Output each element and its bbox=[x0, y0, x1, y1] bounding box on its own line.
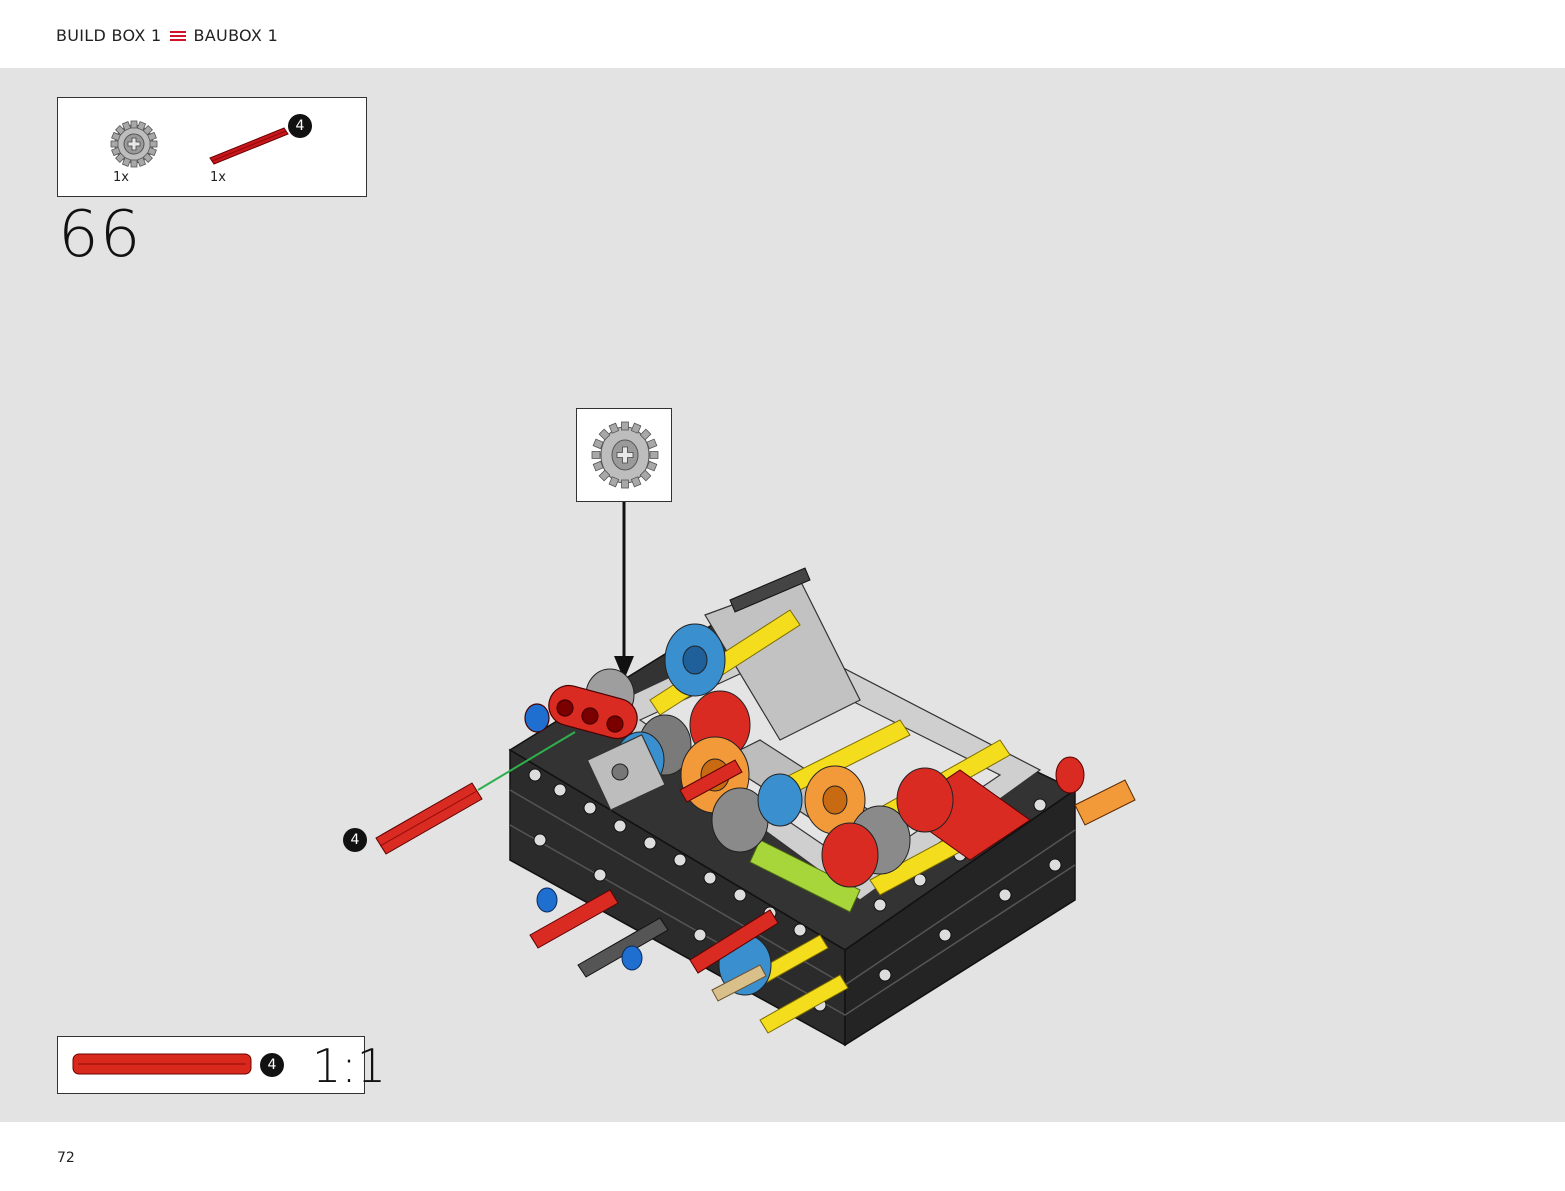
black-axles bbox=[577, 567, 811, 978]
right-side-pins bbox=[1055, 756, 1136, 826]
red-axles-front bbox=[529, 759, 779, 974]
scale-length-badge: 4 bbox=[260, 1053, 284, 1077]
gear-quantity: 1x bbox=[113, 170, 129, 185]
placement-arrow-icon bbox=[614, 502, 634, 680]
build-box-title: BUILD BOX 1 BAUBOX 1 bbox=[56, 26, 278, 45]
step-number: 66 bbox=[58, 198, 142, 272]
axle-length-badge: 4 bbox=[288, 114, 312, 138]
assembly-axle-length-badge: 4 bbox=[343, 828, 367, 852]
gear-callout-box bbox=[576, 408, 672, 502]
page-footer bbox=[0, 1122, 1565, 1191]
loose-red-axle bbox=[375, 782, 483, 855]
insertion-guide-line bbox=[477, 731, 576, 791]
tan-axle bbox=[711, 964, 767, 1002]
scale-ratio: 1:1 bbox=[312, 1039, 387, 1093]
callout-gear-icon bbox=[591, 421, 659, 489]
gear-part-icon bbox=[110, 120, 158, 168]
parts-list-box: 1x 1x 4 bbox=[57, 97, 367, 197]
red-axle-part-icon bbox=[209, 127, 289, 165]
axle-quantity: 1x bbox=[210, 170, 226, 185]
build-box-label-de: BAUBOX 1 bbox=[193, 26, 279, 45]
build-box-label-en: BUILD BOX 1 bbox=[56, 26, 162, 45]
page-header: BUILD BOX 1 BAUBOX 1 bbox=[0, 0, 1565, 68]
scale-reference-box: 4 1:1 bbox=[57, 1036, 386, 1094]
red-axle-scale-icon bbox=[72, 1053, 252, 1075]
menu-lines-icon bbox=[169, 29, 186, 43]
red-liftarm bbox=[524, 684, 638, 740]
blue-pins bbox=[536, 887, 643, 971]
page-number: 72 bbox=[57, 1150, 75, 1166]
